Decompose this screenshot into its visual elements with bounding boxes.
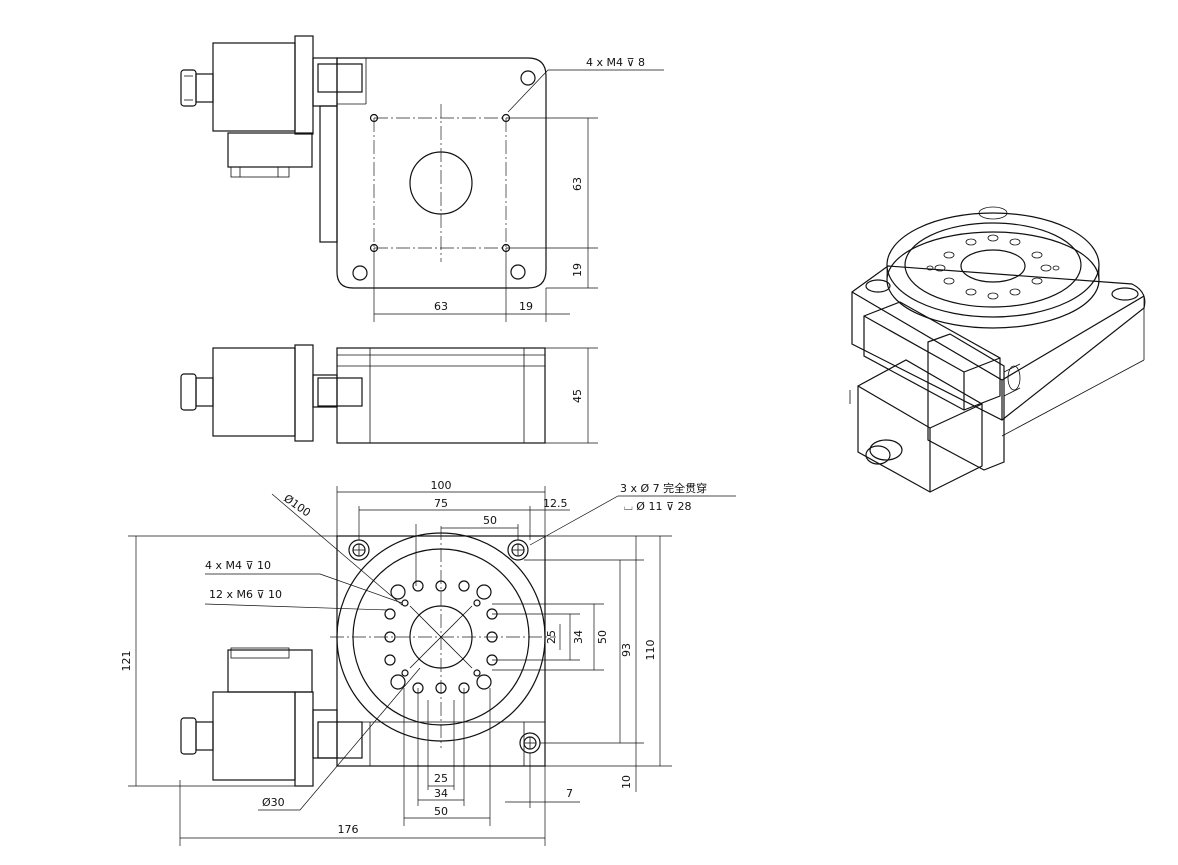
dim-12-5: 12.5 <box>543 497 568 510</box>
leader-line <box>529 495 736 546</box>
callout-dia-30: Ø30 <box>262 796 285 809</box>
stage-body-outline <box>336 57 547 289</box>
callout-m4-10: 4 x M4 ⊽ 10 <box>205 559 271 572</box>
stage-body-side <box>336 347 546 444</box>
callout-counterbore: ⌴ Ø 11 ⊽ 28 <box>624 500 692 513</box>
dim-50-top: 50 <box>483 514 497 527</box>
dim-25-horizontal: 25 <box>434 772 448 785</box>
coupling <box>317 721 363 759</box>
iso-table-top <box>886 212 1100 318</box>
dim-176: 176 <box>338 823 359 836</box>
side-view: 45 <box>180 344 598 444</box>
corner-hole <box>510 264 526 280</box>
iso-gearbox <box>863 301 1001 411</box>
dim-50-vertical: 50 <box>596 630 609 644</box>
iso-motor-flange <box>927 333 1005 471</box>
iso-motor-body <box>857 359 983 493</box>
iso-motor-knob <box>865 445 891 465</box>
connector <box>227 649 313 693</box>
motor-flange <box>294 691 314 787</box>
motor-knob <box>180 373 197 411</box>
front-view: Ø100 4 x M4 ⊽ 10 12 x M6 ⊽ 10 3 x Ø 7 完全… <box>120 479 736 846</box>
iso-table-ring <box>904 222 1082 308</box>
dim-63-vertical: 63 <box>571 177 584 191</box>
connector-plug <box>230 647 290 659</box>
dim-100: 100 <box>431 479 452 492</box>
connector-plug <box>230 166 290 178</box>
motor-body <box>212 347 296 437</box>
leader-line <box>204 603 389 611</box>
dim-45-height: 45 <box>571 389 584 403</box>
gear-housing <box>312 709 338 759</box>
dim-110: 110 <box>644 640 657 661</box>
dim-7: 7 <box>566 787 573 800</box>
motor-knob <box>180 717 197 755</box>
dim-121: 121 <box>120 651 133 672</box>
dim-25-vertical: 25 <box>545 630 558 644</box>
leader-line <box>507 69 664 113</box>
motor-shaft-boss <box>195 721 214 751</box>
dim-10: 10 <box>620 775 633 789</box>
gear-housing <box>312 374 338 408</box>
coupling <box>317 377 363 407</box>
iso-center-bore <box>960 249 1026 283</box>
callout-m4-8: 4 x M4 ⊽ 8 <box>586 56 645 69</box>
isometric-view <box>849 206 1146 493</box>
side-plate <box>319 105 338 243</box>
iso-corner-hole <box>1111 287 1139 301</box>
callout-through-holes: 3 x Ø 7 完全贯穿 <box>620 481 707 495</box>
callout-m6-10: 12 x M6 ⊽ 10 <box>209 588 282 601</box>
connector <box>227 132 313 168</box>
corner-hole <box>520 70 536 86</box>
motor-knob <box>180 69 197 107</box>
back-view: 4 x M4 ⊽ 8 63 19 63 19 <box>180 35 664 322</box>
dim-34-horizontal: 34 <box>434 787 448 800</box>
dim-93: 93 <box>620 643 633 657</box>
iso-motor-boss <box>869 439 903 461</box>
coupling <box>317 63 363 93</box>
motor-shaft-boss <box>195 377 214 407</box>
motor-flange <box>294 35 314 135</box>
dim-34-vertical: 34 <box>572 630 585 644</box>
gear-housing <box>312 57 338 107</box>
dim-19-horizontal: 19 <box>519 300 533 313</box>
iso-table-base <box>886 231 1100 329</box>
dim-75: 75 <box>434 497 448 510</box>
dim-63-horizontal: 63 <box>434 300 448 313</box>
leader-line <box>258 667 421 811</box>
iso-corner-hole <box>865 279 891 293</box>
motor-body <box>212 691 296 781</box>
motor-flange <box>294 344 314 442</box>
dim-50-horizontal: 50 <box>434 805 448 818</box>
leader-line <box>205 573 403 604</box>
motor-shaft-boss <box>195 73 214 103</box>
dim-19-vertical: 19 <box>571 263 584 277</box>
motor-body <box>212 42 296 132</box>
corner-hole <box>352 265 368 281</box>
